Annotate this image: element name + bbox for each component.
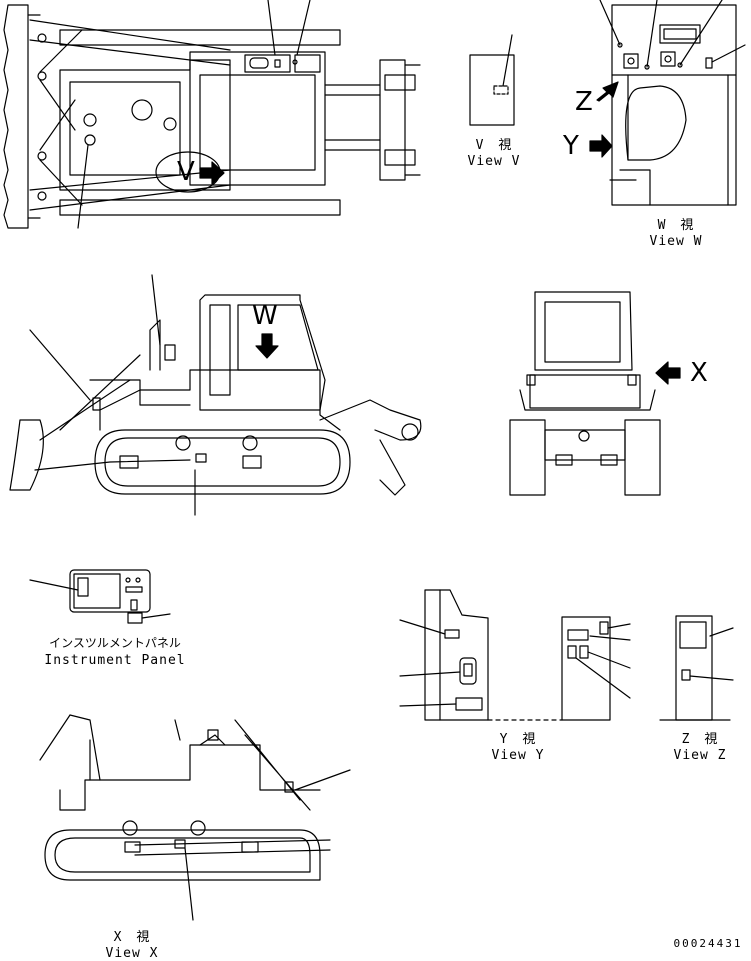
view-x-pointer-letter: X <box>690 358 708 388</box>
panel-title: Instrument Panel <box>44 653 186 668</box>
view-w-console <box>600 0 745 205</box>
drawing-number: 00024431 <box>673 937 743 950</box>
view-z-panel <box>660 616 733 720</box>
top-view-bulldozer <box>4 0 420 228</box>
rear-view-bulldozer <box>510 292 660 495</box>
view-x-title-jp: X 視 <box>113 930 151 945</box>
view-w-title: View W <box>649 234 703 249</box>
view-y-arrow <box>590 135 612 157</box>
view-y-title-jp: Y 視 <box>499 732 537 747</box>
view-x-arrow <box>656 362 680 384</box>
view-v-panel <box>470 35 514 125</box>
view-z-pointer-letter: Z <box>575 87 593 117</box>
view-z-arrow <box>597 82 618 101</box>
view-v-marker-letter: V <box>177 157 195 187</box>
view-x-partial-bulldozer <box>40 715 350 920</box>
instrument-panel <box>30 570 170 623</box>
view-w-marker-letter: W <box>252 301 278 331</box>
view-z-title: View Z <box>673 748 727 763</box>
view-x-title: View X <box>105 946 159 961</box>
view-z-title-jp: Z 視 <box>681 732 719 747</box>
view-v-title-jp: V 視 <box>475 138 513 153</box>
view-y-pointer-letter: Y <box>563 131 579 161</box>
view-w-arrow <box>256 334 278 358</box>
view-w-title-jp: W 視 <box>657 218 695 233</box>
view-y-panels <box>400 590 630 720</box>
view-y-title: View Y <box>491 748 545 763</box>
view-v-arrow <box>200 162 224 184</box>
view-v-title: View V <box>467 154 521 169</box>
side-view-bulldozer <box>10 275 421 515</box>
panel-title-jp: インスツルメントパネル <box>49 636 181 650</box>
